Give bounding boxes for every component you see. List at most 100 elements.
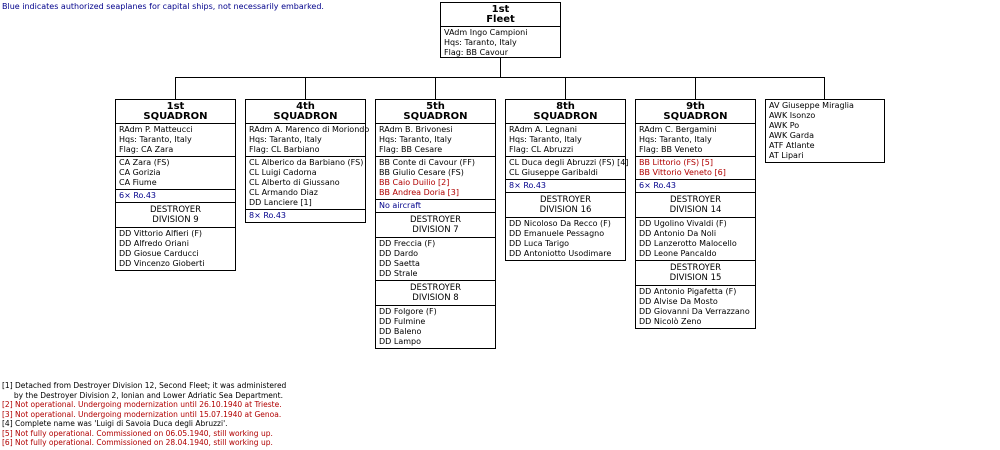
ship-entry: CL Armando Diaz — [249, 188, 318, 197]
destroyer-entry: DD Saetta — [379, 259, 420, 268]
connector-auxiliaries — [824, 77, 825, 99]
legend-note: Blue indicates authorized seaplanes for … — [2, 2, 324, 11]
footnote: [3] Not operational. Undergoing moderniz… — [2, 409, 282, 419]
ship-entry: CL Alberto di Giussano — [249, 178, 340, 187]
footnote: [5] Not fully operational. Commissioned … — [2, 428, 273, 438]
footnote: [4] Complete name was 'Luigi di Savoia D… — [2, 419, 228, 428]
division-title-line: DIVISION 16 — [539, 205, 592, 215]
ship-list: BB Littorio (FS) [5]BB Vittorio Veneto [… — [636, 156, 755, 179]
squadron-title-line: 1st — [166, 101, 185, 112]
destroyer-entry: DD Alfredo Oriani — [119, 239, 189, 248]
ship-entry: CA Gorizia — [119, 168, 161, 177]
destroyer-entry: DD Emanuele Pessagno — [509, 229, 605, 238]
auxiliary-entry: AWK Isonzo — [769, 111, 816, 120]
fleet-connector — [500, 57, 501, 78]
destroyer-entry: DD Strale — [379, 269, 418, 278]
auxiliary-entry: AT Lipari — [769, 151, 804, 160]
fleet-title-2: Fleet — [486, 14, 515, 25]
command-line: Flag: CA Zara — [119, 145, 174, 154]
ship-entry: DD Lanciere [1] — [249, 198, 312, 207]
command-line: RAdm A. Marenco di Moriondo — [249, 125, 370, 134]
destroyer-list: DD Antonio Pigafetta (F)DD Alvise Da Mos… — [636, 285, 755, 328]
division-title-line: DESTROYER — [409, 283, 462, 293]
ship-entry: BB Littorio (FS) [5] — [639, 158, 713, 167]
destroyer-list: DD Ugolino Vivaldi (F)DD Antonio Da Noli… — [636, 217, 755, 260]
ship-entry: BB Conte di Cavour (FF) — [379, 158, 475, 167]
ship-entry: CL Luigi Cadorna — [249, 168, 317, 177]
squadron-bus-line — [175, 77, 824, 78]
ship-entry: BB Vittorio Veneto [6] — [639, 168, 726, 177]
command-line: RAdm P. Matteucci — [119, 125, 193, 134]
ship-entry: CL Duca degli Abruzzi (FS) [4] — [509, 158, 629, 167]
aircraft-allotment: 8× Ro.43 — [506, 179, 625, 192]
destroyer-entry: DD Folgore (F) — [379, 307, 437, 316]
footnote: [1] Detached from Destroyer Division 12,… — [2, 381, 287, 390]
ship-list: CL Duca degli Abruzzi (FS) [4]CL Giusepp… — [506, 156, 629, 179]
connector-9th — [695, 77, 696, 99]
ship-list: BB Conte di Cavour (FF)BB Giulio Cesare … — [376, 156, 495, 199]
destroyer-entry: DD Freccia (F) — [379, 239, 436, 248]
ship-entry: CL Giuseppe Garibaldi — [509, 168, 598, 177]
footnote: [6] Not fully operational. Commissioned … — [2, 438, 273, 447]
squadron-title-line: 8th — [556, 101, 575, 112]
division-title-line: DESTROYER — [409, 215, 462, 225]
ship-entry: BB Giulio Cesare (FS) — [379, 168, 464, 177]
destroyer-entry: DD Lanzerotto Malocello — [639, 239, 737, 248]
destroyer-entry: DD Leone Pancaldo — [639, 249, 717, 258]
destroyer-entry: DD Luca Tarigo — [509, 239, 570, 248]
footnotes: [1] Detached from Destroyer Division 12,… — [2, 381, 286, 448]
division-title-line: DIVISION 14 — [669, 205, 722, 215]
squadron-title-line: 4th — [296, 101, 315, 112]
destroyer-entry: DD Nicolò Zeno — [639, 317, 702, 326]
destroyer-entry: DD Baleno — [379, 327, 422, 336]
connector-8th — [565, 77, 566, 99]
command-line: Flag: BB Cesare — [379, 145, 443, 154]
division-title-line: DESTROYER — [539, 195, 592, 205]
division-title-line: DIVISION 7 — [412, 225, 459, 235]
destroyer-entry: DD Antonio Pigafetta (F) — [639, 287, 737, 296]
fleet-flag: Flag: BB Cavour — [444, 48, 509, 57]
auxiliary-entry: AWK Garda — [769, 131, 814, 140]
footnote: by the Destroyer Division 2, Ionian and … — [2, 390, 283, 400]
destroyer-entry: DD Antoniotto Usodimare — [509, 249, 612, 258]
destroyer-entry: DD Lampo — [379, 337, 421, 346]
squadron-title-line: SQUADRON — [273, 111, 338, 122]
ship-entry: CL Alberico da Barbiano (FS) — [249, 158, 364, 167]
ship-entry: BB Caio Duilio [2] — [379, 178, 450, 187]
auxiliary-entry: AWK Po — [769, 121, 800, 130]
command-line: RAdm A. Legnani — [509, 125, 577, 134]
destroyer-entry: DD Ugolino Vivaldi (F) — [639, 219, 727, 228]
aircraft-allotment: No aircraft — [376, 199, 495, 212]
command-line: Flag: BB Veneto — [639, 145, 703, 154]
destroyer-list: DD Vittorio Alfieri (F)DD Alfredo Oriani… — [116, 227, 235, 270]
destroyer-entry: DD Giosue Carducci — [119, 249, 199, 258]
fleet-commander: VAdm Ingo Campioni — [444, 28, 528, 37]
destroyer-entry: DD Vincenzo Gioberti — [119, 259, 205, 268]
division-title-line: DIVISION 9 — [152, 215, 199, 225]
aircraft-allotment: 6× Ro.43 — [116, 189, 235, 202]
footnote: [2] Not operational. Undergoing moderniz… — [2, 400, 282, 409]
fleet-box: 1st Fleet VAdm Ingo Campioni Hqs: Tarant… — [440, 2, 561, 58]
squadron-title-line: SQUADRON — [143, 111, 208, 122]
squadron-title-line: SQUADRON — [403, 111, 468, 122]
destroyer-entry: DD Fulmine — [379, 317, 426, 326]
aircraft-allotment: 6× Ro.43 — [636, 179, 755, 192]
